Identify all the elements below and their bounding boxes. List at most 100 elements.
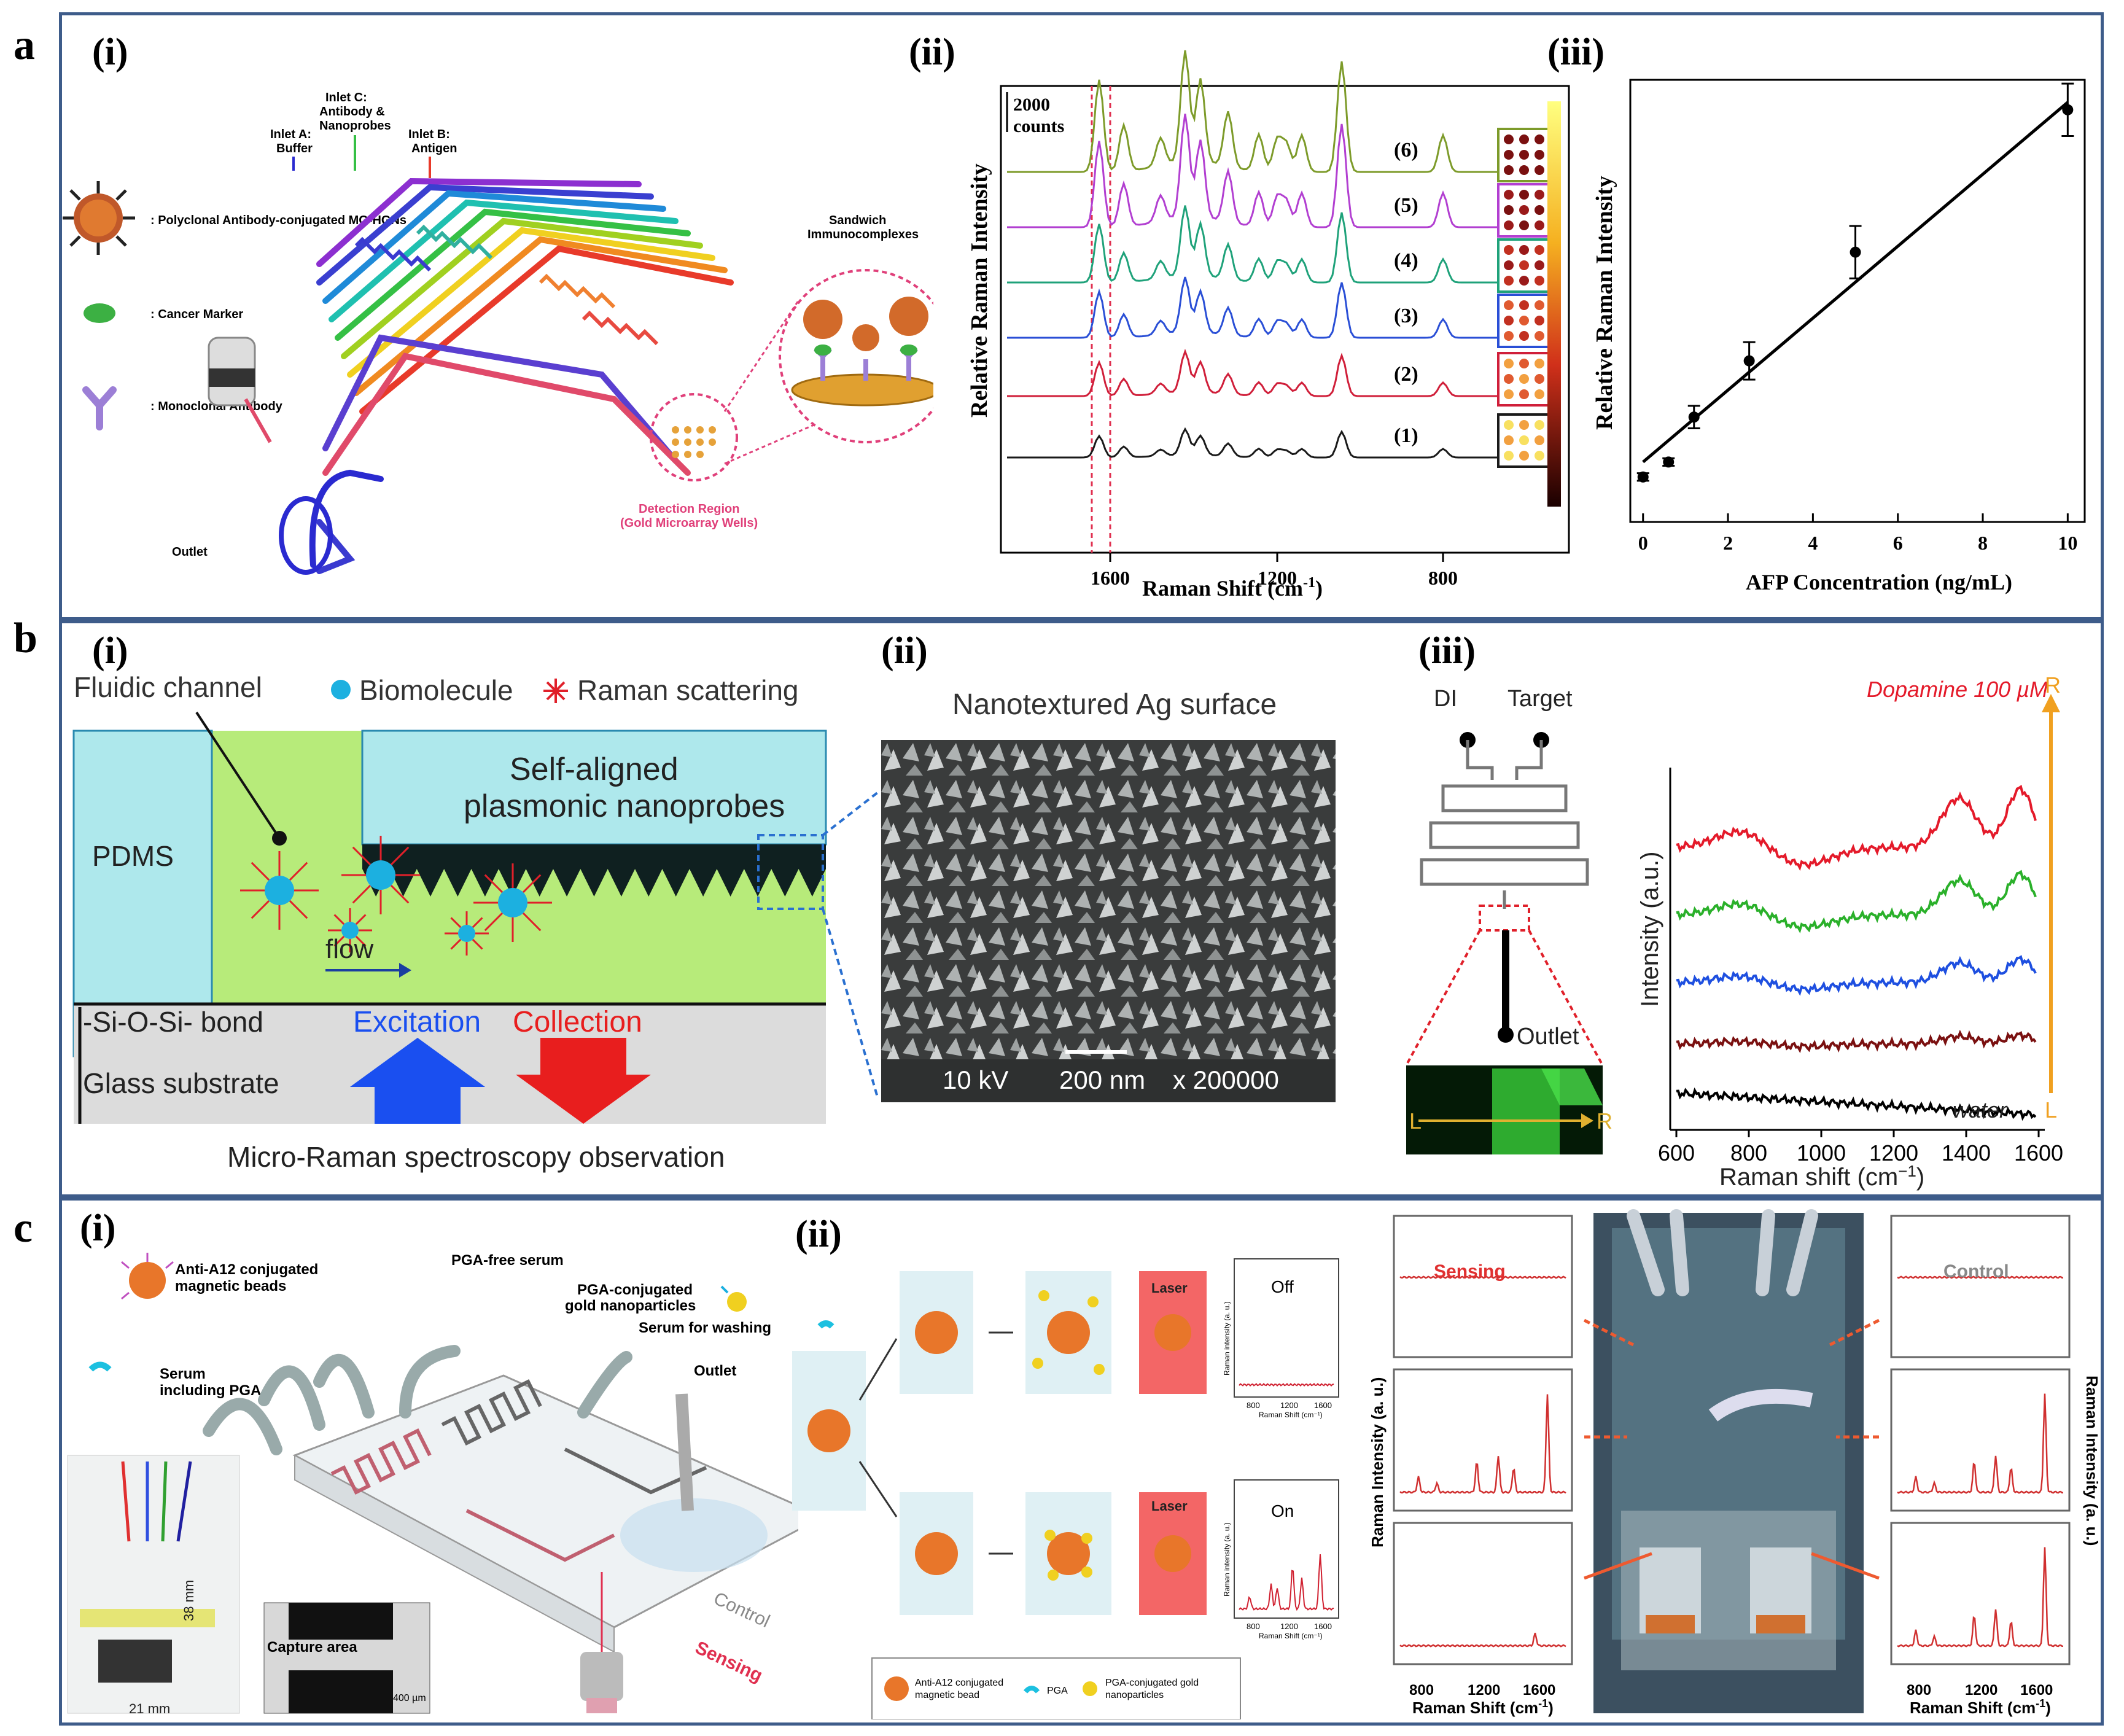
legend-gold-2: nanoparticles <box>1105 1690 1164 1700</box>
collection-arrow-icon <box>516 1038 651 1124</box>
data-point <box>1850 246 1861 258</box>
target-inlet-label: Target <box>1507 686 1573 712</box>
c-iii-xtick-1200-right: 1200 <box>1965 1682 1998 1699</box>
data-point <box>1688 411 1700 423</box>
raman-scattering-icon <box>543 679 568 703</box>
row-c-frame <box>59 1197 2104 1726</box>
anti-beads-label-2: magnetic beads <box>175 1278 286 1294</box>
b-outlet-label: Outlet <box>1517 1024 1579 1049</box>
gold-microarray-wells <box>672 426 716 458</box>
data-point <box>1663 456 1675 468</box>
intensity-colorbar <box>1547 101 1561 507</box>
mini-xtick-1200-bottom: 1200 <box>1280 1622 1298 1631</box>
scale-bar-label-2: counts <box>1013 116 1064 136</box>
c-iii-xtick-1600-left: 1600 <box>1523 1682 1555 1699</box>
c-iii-xtick-800-left: 800 <box>1409 1682 1434 1699</box>
a-iii-xtick: 6 <box>1893 532 1903 554</box>
raman-scattering-label: Raman scattering <box>577 674 799 706</box>
pga-icon <box>88 1361 112 1372</box>
scale-bar-label-1: 2000 <box>1013 95 1050 115</box>
panel-label-b-i: (i) <box>92 630 128 672</box>
outlet-label: Outlet <box>172 545 208 559</box>
biomolecule-particle <box>341 922 359 939</box>
mini-ylabel-top: Raman intensity (a. u.) <box>1223 1301 1231 1376</box>
panel-label-b-iii: (iii) <box>1418 630 1476 672</box>
row-b-frame <box>59 620 2104 1197</box>
mini-spectrum-on <box>1234 1479 1339 1619</box>
control-label: Control <box>710 1588 773 1632</box>
legend-beads-1: Anti-A12 conjugated <box>915 1678 1003 1688</box>
water-label: water <box>1953 1097 2008 1123</box>
on-label: On <box>1271 1501 1294 1520</box>
a-ii-ylabel: Relative Raman Intensity <box>967 163 992 418</box>
glass-substrate-label: Glass substrate <box>83 1067 279 1099</box>
off-label: Off <box>1271 1277 1294 1296</box>
pga-gold-label-1: PGA-conjugated <box>577 1282 693 1298</box>
data-point <box>2062 104 2074 115</box>
c-iii-spectrum-box <box>1393 1522 1573 1665</box>
nanoparticle-icon <box>63 181 135 255</box>
b-iii-xtick: 1200 <box>1869 1140 1918 1166</box>
sem-title: Nanotextured Ag surface <box>952 688 1277 721</box>
legend-text-nanoparticle: : Polyclonal Antibody-conjugated MG-HGNs <box>150 214 407 227</box>
mini-xtick-800-bottom: 800 <box>1247 1622 1260 1631</box>
trace-label-1: (1) <box>1394 424 1418 447</box>
biomolecule-icon <box>331 680 351 699</box>
c-iii-xtick-800-right: 800 <box>1907 1682 1931 1699</box>
b-iii-xtick: 800 <box>1730 1140 1767 1166</box>
c-iii-xtick-1600-right: 1600 <box>2020 1682 2053 1699</box>
b-spectrum-trace <box>1676 955 2037 996</box>
biomolecule-particle <box>458 925 475 942</box>
a-ii-plot-frame <box>1000 85 1570 554</box>
a-ii-xtick-1600: 1600 <box>1091 567 1130 589</box>
c-outlet-label: Outlet <box>694 1363 736 1379</box>
sensing-label: Sensing <box>692 1637 766 1686</box>
b-iii-xlabel: Raman shift (cm−1) <box>1719 1162 1924 1191</box>
pga-free-label: PGA-free serum <box>451 1252 564 1269</box>
microfluidic-chip <box>309 177 734 574</box>
nanoprobe-teeth <box>362 844 826 897</box>
laser-label-bottom: Laser <box>1151 1498 1188 1514</box>
sem-image: 10 kV 200 nm x 200000 <box>881 740 1336 1102</box>
panel-label-c-ii: (ii) <box>795 1213 842 1255</box>
c-iii-spectra-and-photo: Raman Intensity (a. u.) Raman Intensity … <box>1369 1209 2100 1717</box>
axis-r-label: R <box>2045 675 2061 698</box>
outlet-chamber <box>279 496 333 575</box>
row-label-a: a <box>14 21 35 69</box>
mini-xlabel-bottom: Raman Shift (cm⁻¹) <box>1259 1632 1323 1640</box>
b-spectrum-trace <box>1676 1029 2037 1054</box>
meander-channel <box>354 224 659 346</box>
b-iii-xtick: 1000 <box>1797 1140 1846 1166</box>
c-ii-mechanism: Laser Laser Off On Raman intensity (a. u… <box>792 1258 1339 1719</box>
mini-ylabel-bottom: Raman intensity (a. u.) <box>1223 1522 1231 1597</box>
legend-text-cancer-marker: : Cancer Marker <box>150 308 243 321</box>
raman-trace-2 <box>1007 348 1529 397</box>
row-label-b: b <box>14 615 37 662</box>
sandwich-label-1: Sandwich <box>829 214 886 227</box>
serum-pga-label-1: Serum <box>160 1366 206 1382</box>
serum-pga-label-2: including PGA <box>160 1382 261 1399</box>
dim-21-label: 21 mm <box>129 1701 170 1716</box>
fluidic-channel-label: Fluidic channel <box>74 671 262 703</box>
nanoprobes-label-2: plasmonic nanoprobes <box>464 788 785 824</box>
data-point <box>1743 355 1755 367</box>
raman-trace-5 <box>1007 114 1529 228</box>
panel-label-b-ii: (ii) <box>881 630 928 672</box>
panel-label-a-i: (i) <box>92 31 128 73</box>
inlet-a-label-2: Buffer <box>276 142 313 155</box>
c-iii-spectrum-trace <box>1399 1394 1566 1494</box>
nanoprobes-label-1: Self-aligned <box>510 752 679 787</box>
inlet-c-label-2: Antibody & <box>319 105 385 119</box>
a-iii-xtick: 10 <box>2058 532 2077 554</box>
c-ii-legend <box>871 1657 1241 1719</box>
excitation-label: Excitation <box>353 1006 481 1038</box>
row-a-frame <box>59 12 2104 620</box>
cancer-marker-icon <box>84 303 115 323</box>
di-inlet-label: DI <box>1434 686 1457 712</box>
b-spectrum-trace <box>1676 1087 2037 1121</box>
c-iii-spectrum-trace <box>1897 1547 2063 1648</box>
detection-region-label-2: (Gold Microarray Wells) <box>620 516 758 530</box>
c-iii-spectrum-box <box>1890 1522 2071 1665</box>
